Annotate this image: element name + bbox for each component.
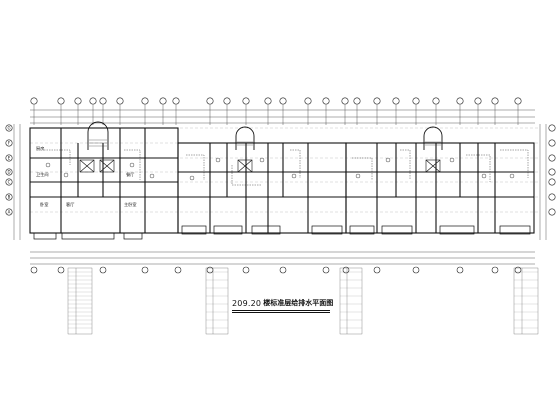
drawing-caption-number: 209.20 bbox=[232, 298, 262, 308]
drawing-caption: 209.20 楼标准层给排水平面图 bbox=[232, 296, 333, 310]
building-walls bbox=[29, 127, 535, 234]
room-label-master-bedroom: 主卧室 bbox=[124, 201, 137, 208]
top-dimension-ticks bbox=[33, 105, 519, 125]
row-letter-c: C bbox=[8, 180, 11, 185]
room-label-living: 客厅 bbox=[66, 201, 74, 208]
bottom-axis-bubbles bbox=[30, 266, 522, 274]
drawing-caption-title: 楼标准层给排水平面图 bbox=[263, 299, 334, 307]
room-label-toilet: 卫生间 bbox=[36, 171, 49, 178]
bottom-dimension-lines bbox=[30, 251, 535, 265]
caption-underline-thin bbox=[232, 312, 330, 313]
stair-towers bbox=[87, 121, 443, 150]
row-letter-g: G bbox=[7, 126, 10, 131]
top-axis-bubbles bbox=[30, 97, 522, 105]
stair-treads bbox=[89, 139, 441, 147]
riser-schedule-tables bbox=[67, 267, 539, 335]
plumbing-fixtures bbox=[45, 157, 515, 181]
row-letter-e: E bbox=[8, 156, 11, 161]
elevator-shafts bbox=[79, 159, 441, 173]
room-labels: 客厅 卧室 主卧室 厨房 卫生间 餐厅 bbox=[36, 145, 137, 208]
axis-grid-lines bbox=[30, 127, 540, 213]
top-dimension-lines bbox=[30, 109, 535, 124]
room-label-dining: 餐厅 bbox=[126, 171, 134, 178]
row-letter-a: A bbox=[8, 210, 11, 215]
left-axis-bubbles bbox=[5, 124, 13, 216]
side-dimension-lines bbox=[13, 124, 547, 240]
row-axis-letters: G F E D C B A bbox=[7, 126, 10, 215]
room-label-kitchen: 厨房 bbox=[36, 145, 44, 152]
room-label-bedroom: 卧室 bbox=[40, 201, 48, 208]
caption-underline bbox=[232, 310, 330, 311]
row-letter-b: B bbox=[8, 195, 11, 200]
plumbing-pipes bbox=[44, 149, 529, 186]
riser-schedule-rows bbox=[68, 271, 538, 329]
row-letter-f: F bbox=[8, 141, 11, 146]
right-axis-bubbles bbox=[548, 124, 556, 216]
row-letter-d: D bbox=[7, 170, 10, 175]
balconies bbox=[33, 225, 531, 240]
